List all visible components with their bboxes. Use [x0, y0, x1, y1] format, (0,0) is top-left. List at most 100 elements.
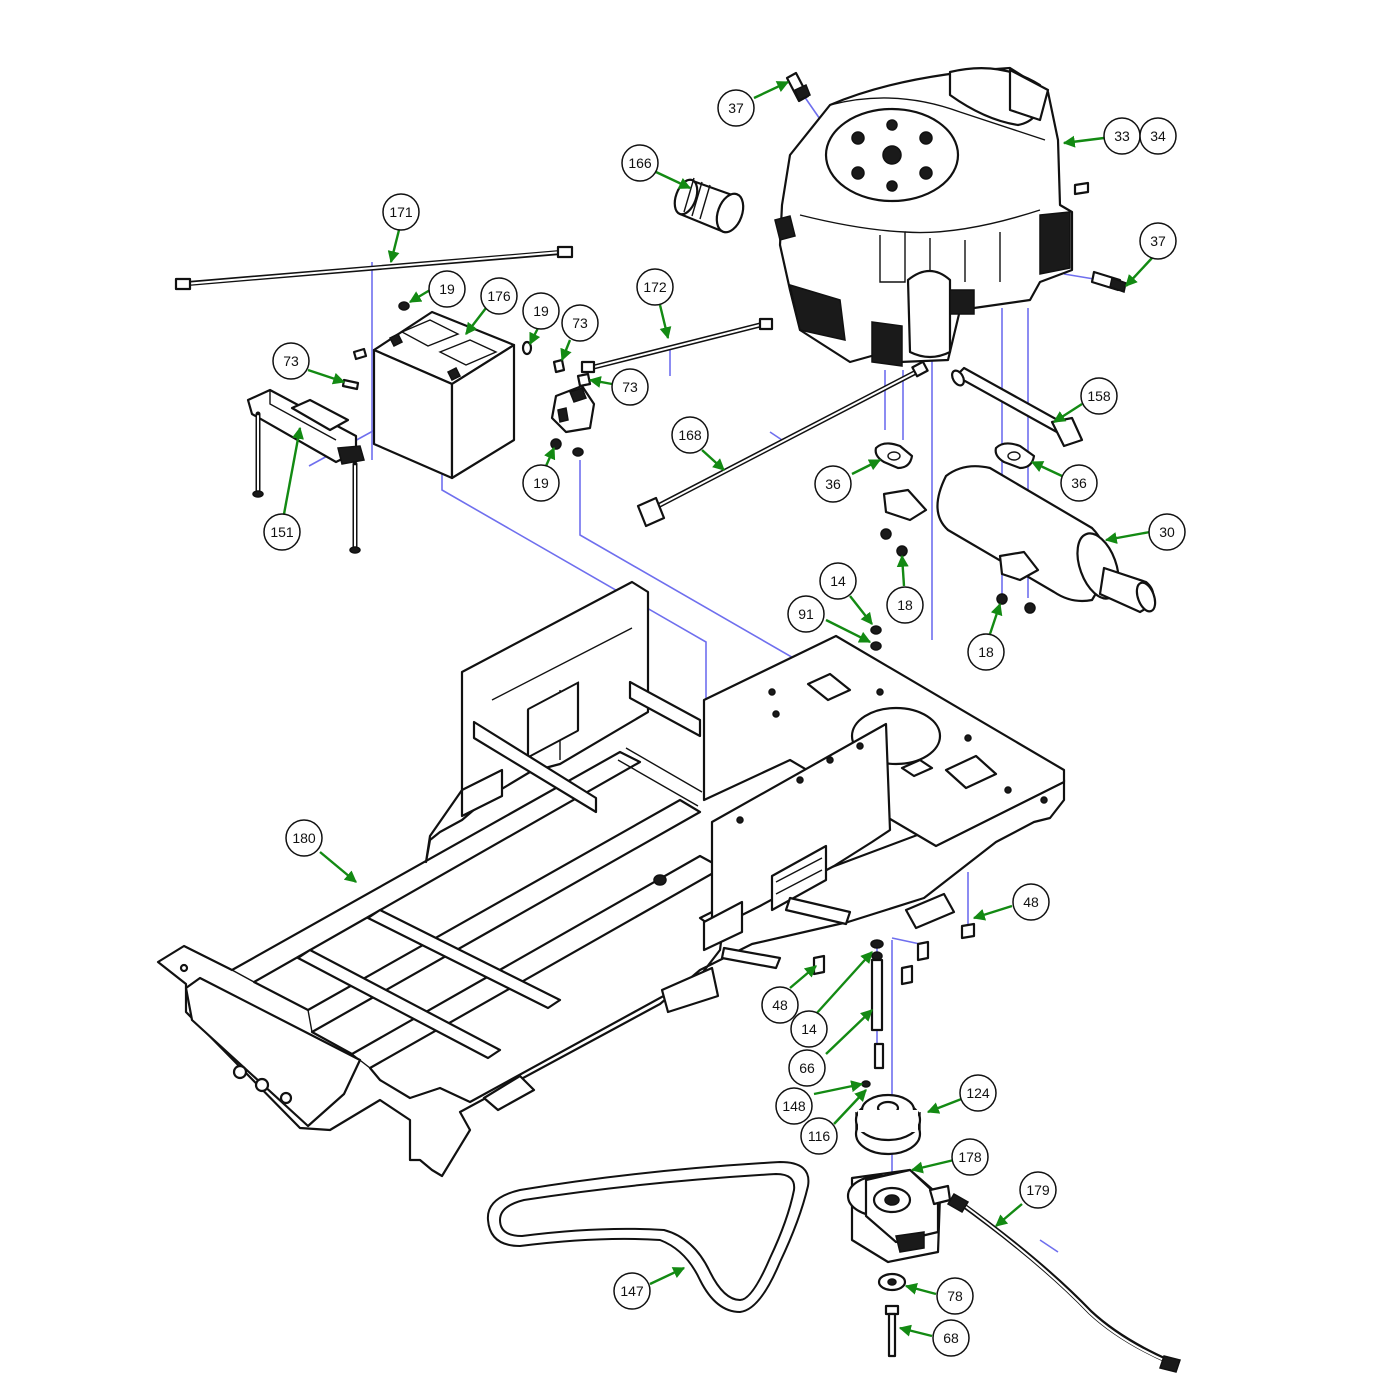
callout-171[interactable]: 171 — [382, 193, 420, 231]
callout-label: 166 — [628, 155, 652, 171]
callout-label: 14 — [801, 1021, 817, 1037]
callout-36-left[interactable]: 36 — [814, 465, 852, 503]
clutch-washer — [877, 1272, 907, 1292]
callout-label: 73 — [283, 353, 299, 369]
callout-48-right[interactable]: 48 — [1012, 883, 1050, 921]
callout-66[interactable]: 66 — [788, 1049, 826, 1087]
callout-36-right[interactable]: 36 — [1060, 464, 1098, 502]
callout-label: 158 — [1087, 388, 1111, 404]
callout-label: 34 — [1150, 128, 1166, 144]
callout-124[interactable]: 124 — [959, 1074, 997, 1112]
spark-plug-side — [1090, 270, 1127, 293]
leader-arrows — [282, 80, 1153, 1338]
engine-pulley — [854, 1093, 922, 1156]
callout-label: 19 — [533, 303, 549, 319]
callout-label: 73 — [622, 379, 638, 395]
callout-label: 179 — [1026, 1182, 1050, 1198]
engine — [774, 66, 1090, 367]
callout-180[interactable]: 180 — [285, 819, 323, 857]
callout-168[interactable]: 168 — [671, 416, 709, 454]
callout-14-bottom[interactable]: 14 — [790, 1010, 828, 1048]
callout-68[interactable]: 68 — [932, 1319, 970, 1357]
callout-172[interactable]: 172 — [636, 268, 674, 306]
muffler — [880, 465, 1157, 614]
callout-18-a[interactable]: 18 — [886, 586, 924, 624]
drive-belt — [486, 1161, 810, 1313]
starter-solenoid — [550, 358, 596, 457]
callout-19-c[interactable]: 19 — [522, 464, 560, 502]
callout-label: 18 — [978, 644, 994, 660]
crank-hardware — [861, 939, 885, 1088]
callout-label: 36 — [1071, 475, 1087, 491]
callout-label: 73 — [572, 315, 588, 331]
callout-label: 48 — [1023, 894, 1039, 910]
clutch-bolt — [884, 1304, 900, 1358]
callout-label: 147 — [620, 1283, 644, 1299]
callout-label: 180 — [292, 830, 316, 846]
callout-73-a[interactable]: 73 — [561, 304, 599, 342]
callouts: 37 33 34 166 37 171 19 176 19 73 172 73 … — [263, 89, 1186, 1357]
callout-158[interactable]: 158 — [1080, 377, 1118, 415]
callout-label: 68 — [943, 1330, 959, 1346]
callout-label: 18 — [897, 597, 913, 613]
callout-label: 171 — [389, 204, 413, 220]
callout-label: 37 — [1150, 233, 1166, 249]
callout-48-left[interactable]: 48 — [761, 986, 799, 1024]
battery-cable-negative — [636, 360, 929, 528]
callout-label: 37 — [728, 100, 744, 116]
callout-166[interactable]: 166 — [621, 144, 659, 182]
battery — [372, 310, 516, 480]
callout-label: 36 — [825, 476, 841, 492]
exhaust-tube — [951, 366, 1084, 448]
callout-151[interactable]: 151 — [263, 513, 301, 551]
callout-78[interactable]: 78 — [936, 1277, 974, 1315]
callout-37-side[interactable]: 37 — [1139, 222, 1177, 260]
callout-label: 48 — [772, 997, 788, 1013]
callout-73-c[interactable]: 73 — [611, 368, 649, 406]
exhaust-gasket-right — [994, 442, 1036, 470]
callout-116[interactable]: 116 — [800, 1117, 838, 1155]
oil-filter — [673, 177, 745, 234]
washer-stack-upper — [870, 625, 882, 651]
clutch-harness — [946, 1192, 1181, 1373]
callout-label: 33 — [1114, 128, 1130, 144]
callout-label: 78 — [947, 1288, 963, 1304]
callout-label: 148 — [782, 1098, 806, 1114]
callout-label: 151 — [270, 524, 294, 540]
callout-30[interactable]: 30 — [1148, 513, 1186, 551]
callout-label: 30 — [1159, 524, 1175, 540]
callout-178[interactable]: 178 — [951, 1138, 989, 1176]
callout-19-b[interactable]: 19 — [522, 292, 560, 330]
callout-179[interactable]: 179 — [1019, 1171, 1057, 1209]
callout-label: 19 — [439, 281, 455, 297]
callout-label: 91 — [798, 606, 814, 622]
battery-bracket — [246, 388, 365, 554]
callout-label: 19 — [533, 475, 549, 491]
callout-176[interactable]: 176 — [480, 277, 518, 315]
pto-clutch — [846, 1168, 952, 1264]
callout-14-top[interactable]: 14 — [819, 562, 857, 600]
callout-label: 176 — [487, 288, 511, 304]
callout-label: 116 — [808, 1128, 831, 1144]
mower-frame — [156, 580, 1066, 1178]
frame-bolts — [812, 922, 976, 986]
callout-label: 124 — [966, 1085, 990, 1101]
callout-73-b[interactable]: 73 — [272, 342, 310, 380]
callout-18-b[interactable]: 18 — [967, 633, 1005, 671]
battery-cable-positive — [580, 317, 774, 374]
callout-33[interactable]: 33 — [1103, 117, 1141, 155]
callout-label: 14 — [830, 573, 846, 589]
callout-label: 66 — [799, 1060, 815, 1076]
callout-label: 172 — [643, 279, 667, 295]
callout-19-a[interactable]: 19 — [428, 270, 466, 308]
battery-rod — [174, 245, 574, 291]
exhaust-gasket-left — [874, 442, 914, 470]
spark-plug-top — [785, 71, 811, 103]
callout-91[interactable]: 91 — [787, 595, 825, 633]
callout-label: 178 — [958, 1149, 982, 1165]
callout-148[interactable]: 148 — [775, 1087, 813, 1125]
callout-37-top[interactable]: 37 — [717, 89, 755, 127]
callout-34[interactable]: 34 — [1139, 117, 1177, 155]
callout-147[interactable]: 147 — [613, 1272, 651, 1310]
